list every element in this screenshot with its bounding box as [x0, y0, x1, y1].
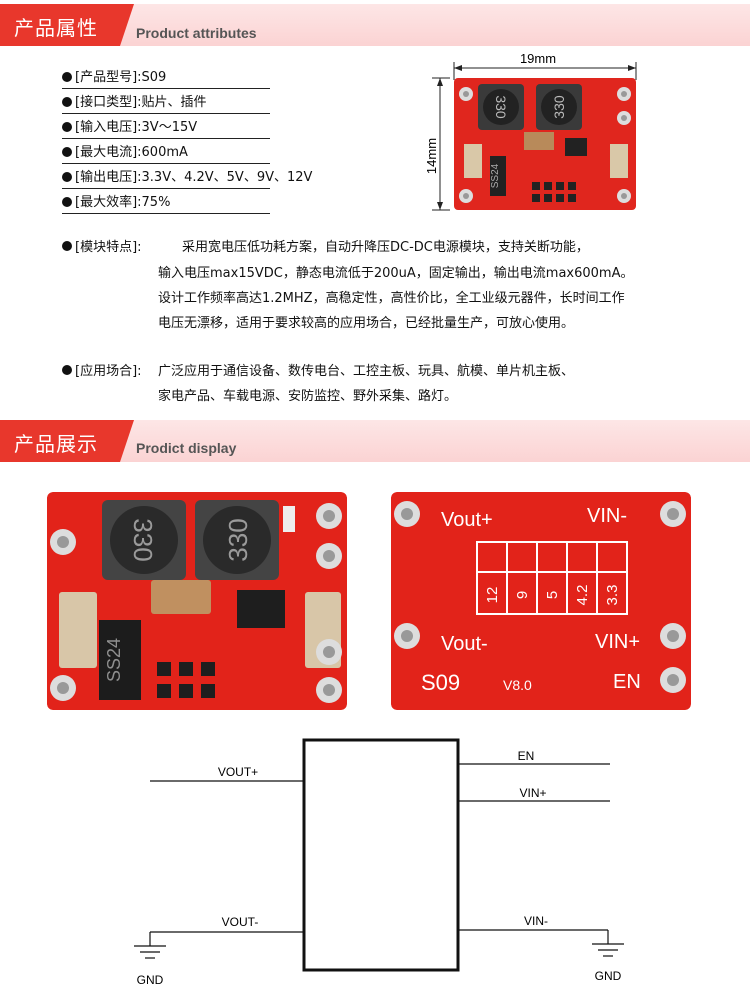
module-block [302, 738, 460, 972]
features-line: 输入电压max15VDC，静态电流低于200uA，固定输出，输出电流max600… [158, 266, 634, 281]
attr-row: [产品型号]:S09 [62, 66, 270, 89]
label-vout-minus: Vout- [441, 633, 488, 655]
jumper-label: 12 [484, 587, 501, 604]
board-front-photo: 330 330 SS24 [47, 492, 347, 710]
features-line: 设计工作频率高达1.2MHZ，高稳定性，高性价比，全工业级元器件，长时间工作 [158, 291, 625, 306]
attr-label: [输入电压]: [75, 120, 142, 135]
section-title-en: Prodict display [136, 440, 237, 456]
diode-label: SS24 [104, 638, 124, 682]
jumper-label: 4.2 [574, 585, 591, 606]
bullet-icon [62, 97, 72, 107]
label-version: V8.0 [503, 677, 532, 693]
attr-row: [最大效率]:75% [62, 191, 270, 214]
bullet-icon [62, 172, 72, 182]
pin-en: EN [518, 749, 535, 763]
attr-value: S09 [141, 70, 167, 85]
attr-value: 贴片、插件 [141, 95, 207, 110]
section-header-attributes: 产品属性 Product attributes [0, 4, 750, 46]
jumper-label: 9 [514, 591, 531, 599]
height-label: 14mm [424, 138, 439, 174]
gnd-label-left: GND [137, 973, 164, 987]
pin-vout-minus: VOUT- [222, 915, 259, 929]
pin-vout-plus: VOUT+ [218, 765, 258, 779]
gnd-label-right: GND [595, 969, 622, 983]
label-en: EN [613, 671, 641, 693]
attr-row: [输入电压]:3V～15V [62, 116, 270, 139]
width-label: 19mm [520, 51, 556, 66]
attr-value: 75% [141, 195, 171, 210]
inductor-label: 330 [128, 518, 158, 561]
section-title-cn: 产品属性 [14, 16, 98, 40]
svg-text:330: 330 [493, 95, 509, 119]
bullet-icon [62, 241, 72, 251]
bullet-icon [62, 197, 72, 207]
section-title-en: Product attributes [136, 25, 257, 41]
features-line: 电压无漂移，适用于要求较高的应用场合，已经批量生产，可放心使用。 [158, 316, 575, 331]
features-label: [模块特点]: [62, 236, 142, 255]
bullet-icon [62, 147, 72, 157]
jumper-label: 5 [544, 591, 561, 599]
board-back-photo: Vout+ VIN- Vout- VIN+ EN S09 V8.0 12 9 5… [391, 492, 691, 710]
attr-label: [最大电流]: [75, 145, 142, 160]
applications-line: 广泛应用于通信设备、数传电台、工控主板、玩具、航模、单片机主板、 [158, 364, 575, 379]
features-line: 采用宽电压低功耗方案，自动升降压DC-DC电源模块，支持关断功能， [182, 240, 589, 255]
section-title-cn: 产品展示 [14, 432, 98, 456]
bullet-icon [62, 122, 72, 132]
attr-row: [输出电压]:3.3V、4.2V、5V、9V、12V [62, 166, 312, 189]
bullet-icon [62, 365, 72, 375]
attr-row: [接口类型]:贴片、插件 [62, 91, 270, 114]
svg-text:330: 330 [551, 95, 567, 119]
board-dimension-figure: 19mm 14mm 330 330 SS24 [424, 51, 637, 211]
label-vin-minus: VIN- [587, 505, 627, 527]
pin-vin-plus: VIN+ [519, 786, 546, 800]
jumper-label: 3.3 [604, 585, 621, 606]
pin-vin-minus: VIN- [524, 914, 548, 928]
label-vout-plus: Vout+ [441, 509, 493, 531]
label-model: S09 [421, 670, 460, 695]
attr-row: [最大电流]:600mA [62, 141, 270, 164]
attr-value: 3V～15V [141, 120, 198, 135]
applications-line: 家电产品、车载电源、安防监控、野外采集、路灯。 [158, 389, 458, 404]
schematic-diagram: VOUT+ EN VIN+ VOUT- GND VIN- GND [134, 738, 624, 987]
attr-value: 600mA [141, 145, 188, 160]
bullet-icon [62, 72, 72, 82]
svg-text:SS24: SS24 [490, 163, 501, 188]
label-vin-plus: VIN+ [595, 631, 640, 653]
attr-value: 3.3V、4.2V、5V、9V、12V [141, 170, 313, 185]
applications-label: [应用场合]: [62, 360, 142, 379]
section-header-display: 产品展示 Prodict display [0, 420, 750, 462]
inductor-label: 330 [223, 518, 253, 561]
attr-label: [最大效率]: [75, 195, 142, 210]
attr-label: [接口类型]: [75, 95, 142, 110]
attr-label: [产品型号]: [75, 70, 142, 85]
attr-label: [输出电压]: [75, 170, 142, 185]
